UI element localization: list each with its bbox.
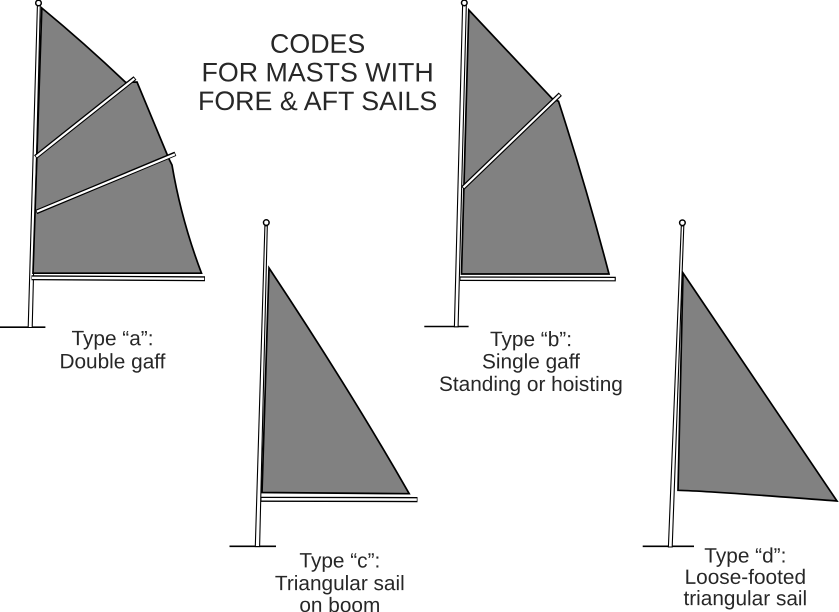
svg-text:Type “d”:: Type “d”: xyxy=(704,544,786,567)
svg-text:on boom: on boom xyxy=(299,594,380,612)
svg-text:Triangular sail: Triangular sail xyxy=(275,572,405,595)
svg-text:Standing or hoisting: Standing or hoisting xyxy=(439,373,623,396)
svg-text:Type “c”:: Type “c”: xyxy=(299,549,380,572)
svg-text:FOR MASTS WITH: FOR MASTS WITH xyxy=(202,57,434,87)
svg-text:Loose-footed: Loose-footed xyxy=(685,566,806,589)
svg-text:triangular sail: triangular sail xyxy=(683,587,807,610)
svg-text:Single gaff: Single gaff xyxy=(482,350,580,373)
svg-text:FORE & AFT SAILS: FORE & AFT SAILS xyxy=(198,86,437,116)
svg-text:CODES: CODES xyxy=(270,29,365,59)
svg-text:Type “b”:: Type “b”: xyxy=(490,328,572,351)
svg-text:Double gaff: Double gaff xyxy=(59,350,165,373)
svg-text:Type “a”:: Type “a”: xyxy=(71,327,153,350)
